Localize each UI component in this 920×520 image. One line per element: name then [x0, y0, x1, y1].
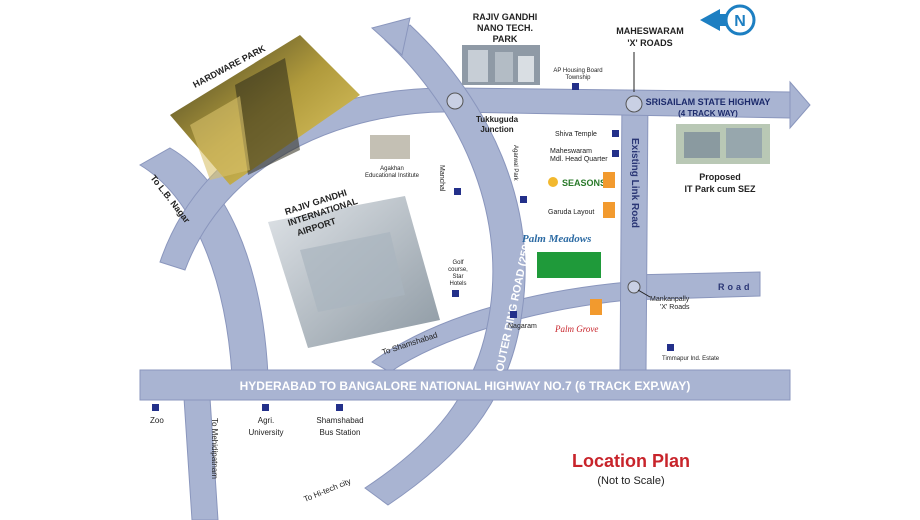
zoo-label: Zoo — [150, 416, 164, 425]
zoo-marker — [152, 404, 159, 411]
nano-tech-park-image — [462, 45, 540, 85]
agri-label-2: University — [248, 428, 283, 437]
garuda-label: Garuda Layout — [548, 209, 594, 216]
golf-label-1: Golf — [452, 260, 463, 266]
palm-meadows-label: Palm Meadows — [522, 233, 591, 245]
garuda-plot — [603, 202, 615, 218]
maheswaram-label-2: 'X' ROADS — [627, 38, 672, 48]
agri-marker — [262, 404, 269, 411]
bus-label-1: Shamshabad — [316, 416, 363, 425]
hq-marker — [612, 150, 619, 157]
ap-housing-marker — [572, 83, 579, 90]
agakhan-image — [370, 135, 410, 159]
nagaram-label: Nagaram — [508, 323, 537, 330]
compass-letter: N — [734, 13, 746, 30]
palm-grove-plot — [590, 299, 602, 315]
timmapur-label: Timmapur Ind. Estate — [662, 356, 720, 362]
agarwal-marker — [520, 196, 527, 203]
timmapur-marker — [667, 344, 674, 351]
seasons-label: SEASONS — [562, 178, 606, 188]
it-park-label-1: Proposed — [699, 172, 741, 182]
orr-arrow-top — [370, 17, 411, 56]
shiva-temple-marker — [612, 130, 619, 137]
nano-label-2: NANO TECH. — [477, 23, 533, 33]
map-subtitle: (Not to Scale) — [597, 475, 664, 487]
mankanpally-junction-circle — [627, 280, 641, 294]
tukkuguda-label-1: Tukkuguda — [476, 115, 519, 124]
agakhan-label-2: Educational Institute — [365, 173, 420, 179]
nano-label-1: RAJIV GANDHI — [473, 12, 538, 22]
agarwal-label: Agarwal Park — [512, 145, 518, 182]
golf-label-2: course, — [448, 267, 468, 273]
it-park-image — [676, 124, 770, 164]
nagaram-marker — [510, 311, 517, 318]
hq-label-1: Maheswaram — [550, 148, 592, 155]
mankanpally-label-1: Mankanpally — [650, 296, 690, 303]
srisailam-label-2: (4 TRACK WAY) — [678, 109, 738, 118]
srisailam-arrow — [789, 80, 811, 130]
east-road-label: Road — [718, 282, 753, 292]
seasons-plot — [603, 172, 615, 188]
ap-housing-label-1: AP Housing Board — [553, 68, 602, 74]
to-mehidipatnam-label: To Mehidipatnam — [210, 418, 219, 479]
north-compass: N — [700, 4, 756, 36]
tukkuguda-junction-circle — [446, 92, 464, 110]
maheswaram-label-1: MAHESWARAM — [616, 26, 684, 36]
golf-label-4: Hotels — [449, 281, 466, 287]
manchal-label: Manchal — [438, 165, 445, 192]
mankanpally-pointer — [637, 289, 651, 298]
existing-link-label: Existing Link Road — [629, 138, 640, 228]
hq-label-2: Mdl. Head Quarter — [550, 156, 608, 163]
it-park-label-2: IT Park cum SEZ — [684, 184, 756, 194]
ap-housing-label-2: Township — [565, 75, 591, 81]
nano-label-3: PARK — [493, 34, 518, 44]
hardware-park-image — [170, 35, 360, 185]
nh7-label: HYDERABAD TO BANGALORE NATIONAL HIGHWAY … — [240, 379, 691, 393]
shiva-temple-label: Shiva Temple — [555, 131, 597, 138]
golf-marker — [452, 290, 459, 297]
agri-label-1: Agri. — [258, 416, 274, 425]
srisailam-label-1: SRISAILAM STATE HIGHWAY — [646, 97, 771, 107]
agakhan-label-1: Agakhan — [380, 166, 404, 172]
palm-meadows-plot — [537, 252, 601, 278]
bus-label-2: Bus Station — [320, 428, 361, 437]
golf-label-3: Star — [452, 274, 463, 280]
seasons-logo — [548, 177, 558, 187]
bus-station-marker — [336, 404, 343, 411]
palm-grove-label: Palm Grove — [554, 324, 598, 334]
manchal-marker — [454, 188, 461, 195]
maheswaram-junction-circle — [625, 95, 643, 113]
map-title: Location Plan — [572, 451, 690, 471]
to-hitech-label: To Hi-tech city — [302, 477, 352, 504]
nh7-highway — [139, 369, 791, 401]
airport-image — [268, 196, 440, 348]
tukkuguda-label-2: Junction — [480, 125, 513, 134]
mankanpally-label-2: 'X' Roads — [660, 304, 690, 311]
